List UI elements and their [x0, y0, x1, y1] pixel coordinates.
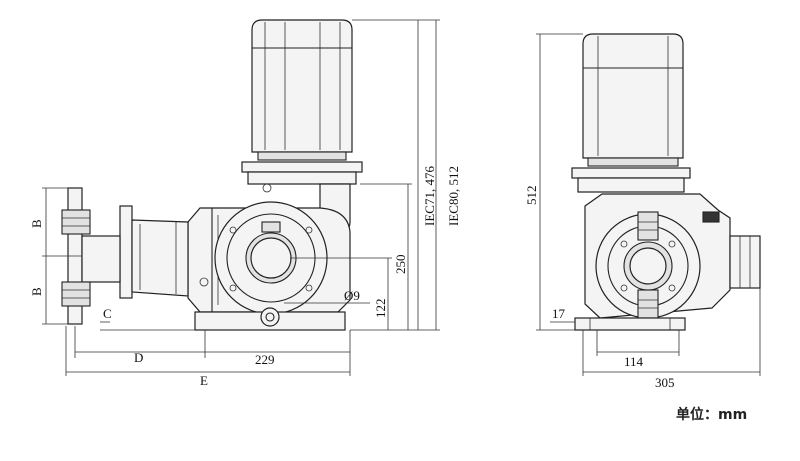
dim-b-upper-label: B	[29, 219, 44, 228]
dim-iec80-label: IEC80, 512	[446, 166, 461, 226]
side-base	[194, 307, 346, 331]
dim-b: B B	[29, 187, 82, 325]
dim-e: E	[65, 326, 351, 388]
dim-b-lower-label: B	[29, 287, 44, 296]
dim-phi9-label: Ø9	[344, 288, 360, 303]
dim-229-label: 229	[255, 352, 275, 367]
front-motor	[571, 33, 691, 193]
dim-114: 114	[596, 330, 680, 369]
dim-c: C	[100, 306, 195, 331]
dim-512-label: 512	[524, 186, 539, 206]
front-pump-body	[584, 193, 761, 319]
dim-122-label: 122	[373, 299, 388, 319]
dim-d-label: D	[134, 350, 143, 365]
dim-305: 305	[582, 288, 761, 390]
dim-305-label: 305	[655, 375, 675, 390]
dim-e-label: E	[200, 373, 208, 388]
dim-250-label: 250	[393, 255, 408, 275]
dim-114-label: 114	[624, 354, 644, 369]
front-view: 512 17 114 305	[524, 33, 761, 390]
dim-512: 512	[524, 33, 583, 331]
dim-17: 17	[550, 306, 575, 323]
side-view: B B C D 229 E Ø9	[29, 19, 461, 388]
dim-phi9: Ø9	[284, 288, 370, 304]
dim-250: 250	[360, 183, 412, 331]
dim-iec: IEC71, 476 IEC80, 512	[352, 19, 461, 331]
dim-c-label: C	[103, 306, 112, 321]
side-motor	[241, 19, 363, 193]
dim-d: D 229	[74, 326, 351, 367]
unit-label: 单位：mm	[676, 407, 748, 423]
side-flange	[119, 205, 189, 299]
dim-122: 122	[290, 257, 392, 331]
front-base	[574, 317, 686, 331]
dim-17-label: 17	[552, 306, 566, 321]
dim-iec71-label: IEC71, 476	[422, 166, 437, 226]
